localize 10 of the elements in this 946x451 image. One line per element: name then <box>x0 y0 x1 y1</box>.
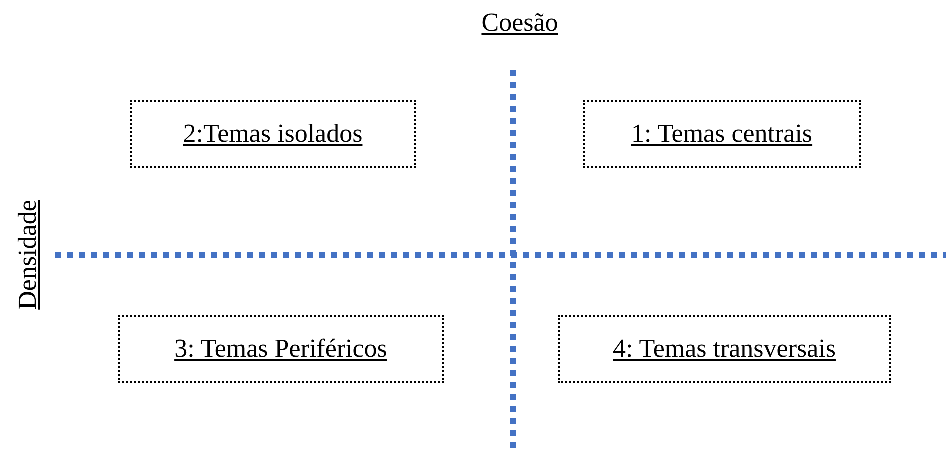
quadrant-label: 4: Temas transversais <box>613 334 836 364</box>
quadrant-box <box>558 315 891 383</box>
quadrant-label: 3: Temas Periféricos <box>174 334 388 364</box>
quadrant-label: 1: Temas centrais <box>631 119 813 149</box>
axis-title: Densidade <box>13 200 43 310</box>
quadrant-box <box>118 315 444 383</box>
quadrant-box <box>130 100 416 168</box>
quadrant-label: 2:Temas isolados <box>183 119 363 149</box>
quadrant-box <box>583 100 861 168</box>
axis-title: Coesão <box>482 8 558 38</box>
